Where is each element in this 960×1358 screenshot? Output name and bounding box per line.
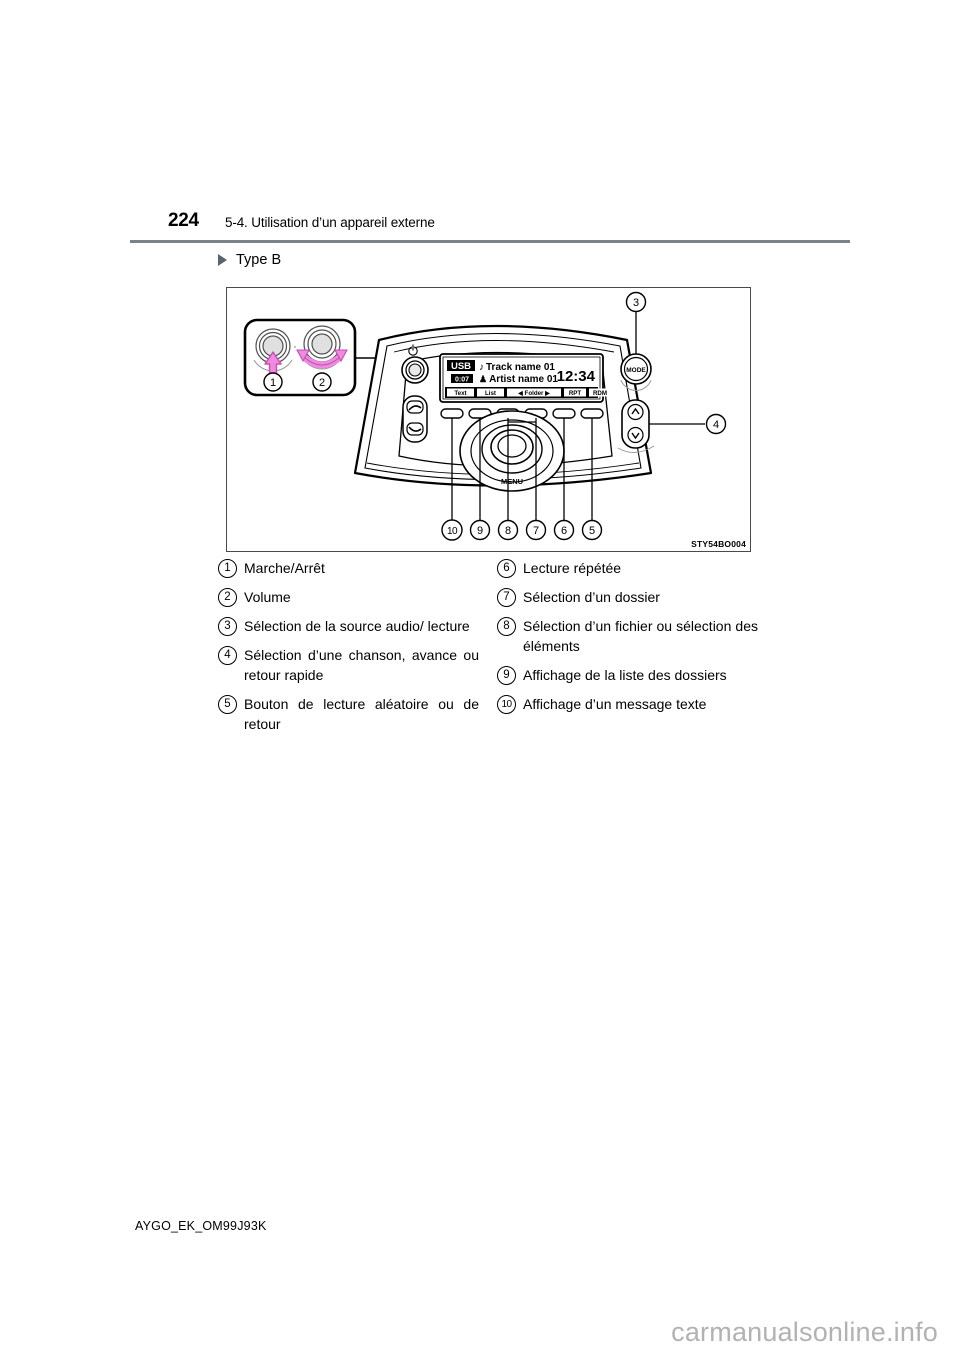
menu-rotary-knob: MENU	[459, 410, 565, 492]
legend-label: Sélection d’une chanson, avance ou retou…	[244, 647, 479, 683]
svg-text:9: 9	[477, 525, 483, 537]
chevron-down-icon	[631, 432, 640, 440]
legend-label: Lecture répétée	[523, 560, 622, 576]
header-divider	[130, 240, 850, 243]
svg-text:1: 1	[270, 377, 276, 389]
lcd-softkey-rdm: RDM	[593, 390, 607, 397]
section-heading: Type B	[218, 252, 281, 268]
callout-3: 3	[625, 291, 647, 354]
legend-number: 6	[497, 559, 516, 578]
audio-head-unit-illustration: 1 2	[243, 291, 727, 541]
legend-number: 1	[218, 559, 237, 578]
phone-call-icon	[406, 400, 424, 414]
svg-text:10: 10	[447, 526, 458, 537]
svg-text:7: 7	[533, 525, 539, 537]
legend-label: Sélection d’un dossier	[523, 589, 660, 605]
legend-item: 1 Marche/Arrêt	[218, 558, 479, 578]
legend-item: 4 Sélection d’une chanson, avance ou ret…	[218, 645, 479, 685]
figure-audio-unit-type-b: 1 2	[226, 287, 751, 552]
legend-number: 9	[497, 666, 516, 685]
legend-number: 8	[497, 617, 516, 636]
callout-8: 8	[497, 418, 519, 541]
svg-text:8: 8	[505, 525, 511, 537]
arrow-rotate-icon	[296, 349, 348, 369]
svg-text:6: 6	[561, 525, 567, 537]
mode-label: MODE	[626, 367, 646, 374]
legend-number: 4	[218, 646, 237, 665]
svg-text:3: 3	[633, 297, 639, 309]
lcd-softkey-list: List	[485, 390, 496, 397]
legend-item: 8 Sélection d’un fichier ou sélection de…	[497, 616, 758, 656]
mode-button: MODE	[620, 353, 652, 391]
triangle-right-icon	[218, 254, 227, 266]
phone-buttons-group	[402, 395, 428, 443]
legend-number: 2	[218, 588, 237, 607]
legend-label: Affichage d’un message texte	[523, 696, 707, 712]
legend-label: Sélection d’un fichier ou sélection des …	[523, 618, 758, 654]
legend-item: 3 Sélection de la source audio/ lecture	[218, 616, 479, 636]
svg-text:4: 4	[713, 419, 719, 431]
legend-label: Volume	[244, 589, 291, 605]
power-icon	[408, 344, 418, 356]
legend-item: 10 Affichage d’un message texte	[497, 694, 758, 714]
legend-column-left: 1 Marche/Arrêt 2 Volume 3 Sélection de l…	[218, 558, 479, 743]
lcd-display: USB 0:07 ♪Track name 01 ♟Artist name 01 …	[439, 353, 611, 403]
lcd-softkey-text: Text	[454, 390, 466, 397]
svg-text:2: 2	[319, 377, 325, 389]
callout-9: 9	[469, 418, 491, 541]
legend-label: Sélection de la source audio/ lecture	[244, 618, 470, 634]
chevron-up-icon	[631, 407, 640, 415]
legend-item: 2 Volume	[218, 587, 479, 607]
phone-end-icon	[406, 422, 424, 436]
section-heading-label: Type B	[236, 252, 282, 268]
site-watermark: carmanualsonline.info	[671, 1317, 938, 1347]
document-code: AYGO_EK_OM99J93K	[135, 1219, 267, 1233]
legend-number: 10	[497, 695, 516, 714]
legend-item: 6 Lecture répétée	[497, 558, 758, 578]
legend-item: 7 Sélection d’un dossier	[497, 587, 758, 607]
menu-label: MENU	[501, 477, 523, 486]
page-header-title: 5-4. Utilisation d’un appareil externe	[225, 215, 435, 230]
lcd-softkey-rpt: RPT	[569, 390, 582, 397]
knob-callout-box: 1 2	[243, 318, 357, 397]
power-volume-knob	[401, 356, 429, 384]
seek-rocker	[617, 399, 655, 453]
lcd-artist-line: ♟Artist name 01	[479, 374, 558, 385]
callout-6: 6	[553, 418, 575, 541]
lcd-source-label: USB	[451, 361, 471, 372]
callout-5: 5	[581, 418, 603, 541]
legend-label: Bouton de lecture aléatoire ou de retour	[244, 696, 479, 732]
callout-4: 4	[649, 413, 727, 435]
svg-text:5: 5	[589, 525, 595, 537]
legend-number: 5	[218, 695, 237, 714]
lcd-clock: 12:34	[557, 368, 596, 385]
lcd-track-line: ♪Track name 01	[479, 362, 555, 373]
legend-item: 5 Bouton de lecture aléatoire ou de reto…	[218, 694, 479, 734]
legend-number: 3	[218, 617, 237, 636]
page-number: 224	[168, 210, 199, 231]
legend-label: Marche/Arrêt	[244, 560, 325, 576]
legend-number: 7	[497, 588, 516, 607]
legend-column-right: 6 Lecture répétée 7 Sélection d’un dossi…	[497, 558, 758, 743]
lcd-elapsed-time: 0:07	[455, 377, 469, 384]
callout-10: 10	[441, 418, 463, 541]
lcd-softkey-folder: ◀ Folder ▶	[517, 390, 550, 397]
legend-item: 9 Affichage de la liste des dossiers	[497, 665, 758, 685]
callout-7: 7	[508, 418, 547, 541]
legend-label: Affichage de la liste des dossiers	[523, 667, 727, 683]
figure-code: STY54BO004	[691, 539, 746, 549]
legend: 1 Marche/Arrêt 2 Volume 3 Sélection de l…	[218, 558, 758, 743]
